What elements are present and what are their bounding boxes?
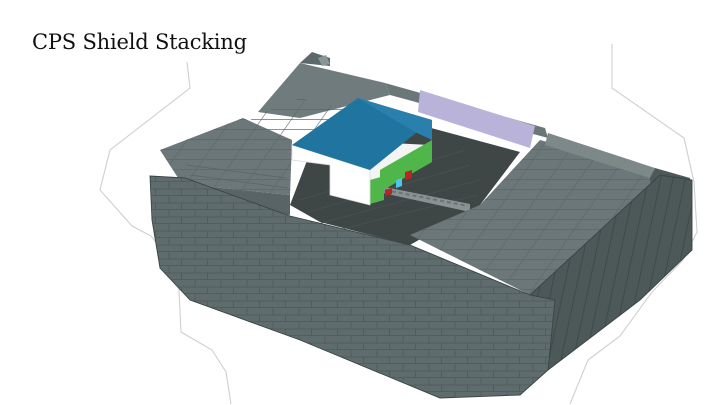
outline-edges [149,174,693,399]
slide-title: CPS Shield Stacking [32,30,247,54]
front-face [150,176,555,398]
floor-outline-left [99,61,232,405]
red-block [405,170,412,180]
right-face [530,175,692,370]
inner-partition [378,186,470,212]
red-block [385,188,392,196]
green-block [370,176,384,204]
green-block [380,140,432,192]
cps-cap-assembly [291,98,432,206]
